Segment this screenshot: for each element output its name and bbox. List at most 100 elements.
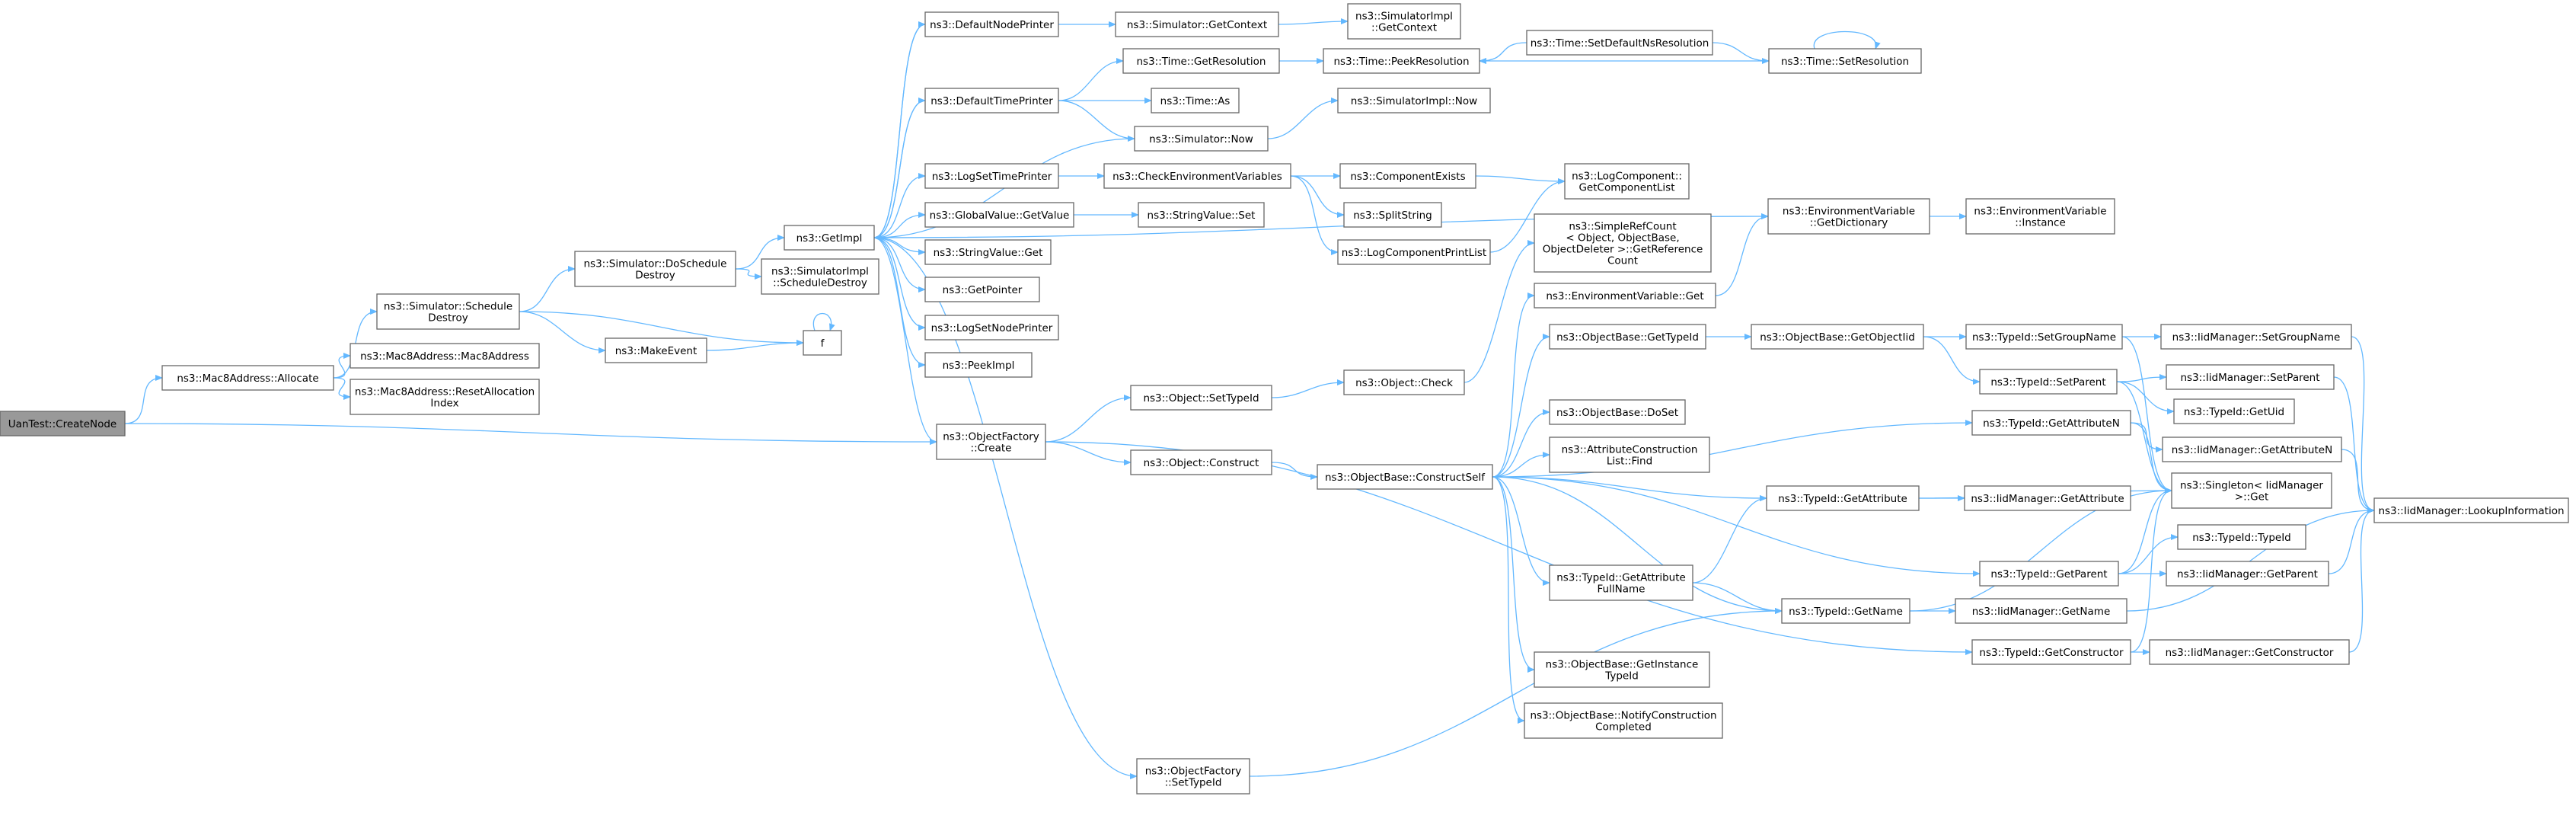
node-typeid-getconstructor[interactable]: ns3::TypeId::GetConstructor — [1971, 639, 2131, 665]
node-default-node-printer[interactable]: ns3::DefaultNodePrinter — [924, 11, 1059, 37]
node-label: ::GetDictionary — [1810, 217, 1888, 229]
edge-log_component_print_list-to-logcomponent_getlist — [1489, 178, 1566, 253]
node-sim-getcontext[interactable]: ns3::Simulator::GetContext — [1115, 11, 1279, 37]
edge-getimpl-to-log_set_node_printer — [873, 237, 926, 331]
node-label: ns3::SimulatorImpl — [771, 266, 869, 278]
node-typeid-getuid[interactable]: ns3::TypeId::GetUid — [2173, 398, 2295, 424]
node-typeid-getname[interactable]: ns3::TypeId::GetName — [1781, 598, 1910, 624]
node-objectbase-getobjectiid[interactable]: ns3::ObjectBase::GetObjectIid — [1751, 324, 1924, 350]
node-box — [924, 239, 1052, 265]
node-label: ns3::Simulator::Schedule — [384, 301, 512, 313]
node-box — [1751, 324, 1924, 350]
node-iidmgr-getattributen[interactable]: ns3::IidManager::GetAttributeN — [2162, 436, 2342, 462]
node-time-getresolution[interactable]: ns3::Time::GetResolution — [1122, 48, 1280, 74]
node-iidmgr-getname[interactable]: ns3::IidManager::GetName — [1955, 598, 2128, 624]
node-label: ns3::StringValue::Get — [934, 247, 1043, 259]
node-object-check[interactable]: ns3::Object::Check — [1343, 369, 1465, 395]
node-logcomponent-getlist[interactable]: ns3::LogComponent::GetComponentList — [1564, 163, 1690, 200]
node-iidmgr-setparent[interactable]: ns3::IidManager::SetParent — [2166, 364, 2335, 390]
node-make-event[interactable]: ns3::MakeEvent — [605, 337, 707, 363]
node-f[interactable]: f — [803, 330, 842, 356]
node-simimpl-sched-destroy[interactable]: ns3::SimulatorImpl::ScheduleDestroy — [761, 258, 879, 295]
node-typeid-setparent[interactable]: ns3::TypeId::SetParent — [1979, 369, 2118, 395]
node-simimpl-getcontext[interactable]: ns3::SimulatorImpl::GetContext — [1347, 3, 1461, 40]
node-label: ns3::EnvironmentVariable — [1783, 206, 1915, 218]
node-iidmgr-setgroupname[interactable]: ns3::IidManager::SetGroupName — [2160, 324, 2352, 350]
node-objfactory-create[interactable]: ns3::ObjectFactory::Create — [936, 424, 1046, 460]
node-envvar-get[interactable]: ns3::EnvironmentVariable::Get — [1534, 283, 1716, 309]
node-time-peekresolution[interactable]: ns3::Time::PeekResolution — [1323, 48, 1480, 74]
node-label: ns3::Mac8Address::Allocate — [177, 373, 318, 385]
node-box — [1549, 564, 1693, 601]
node-box — [936, 424, 1046, 460]
node-box — [350, 343, 540, 369]
node-get-pointer[interactable]: ns3::GetPointer — [924, 277, 1040, 302]
node-typeid-getattributen[interactable]: ns3::TypeId::GetAttributeN — [1971, 410, 2131, 436]
node-stringvalue-get[interactable]: ns3::StringValue::Get — [924, 239, 1052, 265]
node-component-exists[interactable]: ns3::ComponentExists — [1339, 163, 1476, 189]
node-object-construct[interactable]: ns3::Object::Construct — [1130, 449, 1272, 475]
node-typeid-setgroupname[interactable]: ns3::TypeId::SetGroupName — [1965, 324, 2123, 350]
node-box — [2160, 324, 2352, 350]
node-stringvalue-set[interactable]: ns3::StringValue::Set — [1138, 202, 1265, 228]
node-objectbase-constructself[interactable]: ns3::ObjectBase::ConstructSelf — [1317, 464, 1493, 490]
node-mac8-alloc[interactable]: ns3::Mac8Address::Allocate — [161, 365, 334, 391]
node-iidmgr-lookupinfo[interactable]: ns3::IidManager::LookupInformation — [2373, 497, 2569, 523]
node-iidmgr-getconstructor[interactable]: ns3::IidManager::GetConstructor — [2149, 639, 2350, 665]
node-split-string[interactable]: ns3::SplitString — [1343, 202, 1442, 228]
node-peek-impl[interactable]: ns3::PeekImpl — [924, 352, 1033, 378]
node-envvar-getdictionary[interactable]: ns3::EnvironmentVariable::GetDictionary — [1767, 198, 1930, 235]
node-label: ns3::EnvironmentVariable::Get — [1546, 290, 1703, 302]
node-label: ns3::Time::As — [1160, 95, 1231, 107]
node-globalvalue-getvalue[interactable]: ns3::GlobalValue::GetValue — [924, 202, 1074, 228]
node-simimpl-now[interactable]: ns3::SimulatorImpl::Now — [1337, 88, 1491, 114]
node-box — [924, 315, 1059, 341]
node-label: ns3::TypeId::SetParent — [1990, 376, 2105, 389]
node-iidmgr-getparent[interactable]: ns3::IidManager::GetParent — [2166, 561, 2329, 587]
node-mac8-ctor[interactable]: ns3::Mac8Address::Mac8Address — [350, 343, 540, 369]
node-box — [2171, 472, 2332, 509]
edge-getimpl-to-peek_impl — [873, 237, 926, 368]
node-check-env-vars[interactable]: ns3::CheckEnvironmentVariables — [1103, 163, 1291, 189]
node-default-time-printer[interactable]: ns3::DefaultTimePrinter — [924, 88, 1059, 114]
node-log-set-node-printer[interactable]: ns3::LogSetNodePrinter — [924, 315, 1059, 341]
node-box — [1534, 651, 1710, 688]
node-iidmgr-getattribute[interactable]: ns3::IidManager::GetAttribute — [1964, 485, 2131, 511]
node-simplerefcount[interactable]: ns3::SimpleRefCount< Object, ObjectBase,… — [1534, 213, 1712, 273]
node-log-set-time-printer[interactable]: ns3::LogSetTimePrinter — [924, 163, 1059, 189]
node-envvar-instance[interactable]: ns3::EnvironmentVariable::Instance — [1965, 198, 2115, 235]
node-objectbase-doset[interactable]: ns3::ObjectBase::DoSet — [1549, 399, 1686, 425]
node-typeid-typeid[interactable]: ns3::TypeId::TypeId — [2177, 524, 2306, 550]
node-label: ns3::TypeId::GetAttributeN — [1983, 417, 2120, 430]
node-typeid-getattribute[interactable]: ns3::TypeId::GetAttribute — [1766, 485, 1920, 511]
edge-objectbase_constructself-to-objectbase_doset — [1492, 409, 1550, 478]
node-box — [1781, 598, 1910, 624]
node-objfactory-settypeid[interactable]: ns3::ObjectFactory::SetTypeId — [1136, 758, 1250, 795]
node-label: ns3::Time::PeekResolution — [1333, 56, 1469, 68]
edge-sched_destroy-to-make_event — [519, 311, 606, 353]
node-time-as[interactable]: ns3::Time::As — [1151, 88, 1240, 114]
node-object-settypeid[interactable]: ns3::Object::SetTypeId — [1130, 385, 1272, 411]
node-getimpl[interactable]: ns3::GetImpl — [784, 225, 875, 251]
node-sched-destroy[interactable]: ns3::Simulator::ScheduleDestroy — [376, 293, 520, 330]
node-uan-create[interactable]: UanTest::CreateNode — [0, 411, 126, 436]
node-box — [761, 258, 879, 295]
node-objectbase-gettypeid[interactable]: ns3::ObjectBase::GetTypeId — [1549, 324, 1706, 350]
node-time-setresolution[interactable]: ns3::Time::SetResolution — [1768, 48, 1922, 74]
node-objectbase-notify-construction[interactable]: ns3::ObjectBase::NotifyConstructionCompl… — [1524, 702, 1723, 739]
node-label: ns3::Simulator::GetContext — [1127, 19, 1267, 31]
node-sim-now[interactable]: ns3::Simulator::Now — [1134, 126, 1269, 152]
node-label: ns3::Simulator::Now — [1149, 133, 1253, 145]
node-label: f — [821, 337, 825, 350]
node-label: ns3::IidManager::GetAttribute — [1971, 493, 2124, 505]
node-log-component-print-list[interactable]: ns3::LogComponentPrintList — [1337, 239, 1491, 265]
node-singleton-get[interactable]: ns3::Singleton< IidManager>::Get — [2171, 472, 2332, 509]
node-typeid-getparent[interactable]: ns3::TypeId::GetParent — [1979, 561, 2119, 587]
node-box — [161, 365, 334, 391]
node-time-setdefaultnsres[interactable]: ns3::Time::SetDefaultNsResolution — [1526, 30, 1713, 56]
